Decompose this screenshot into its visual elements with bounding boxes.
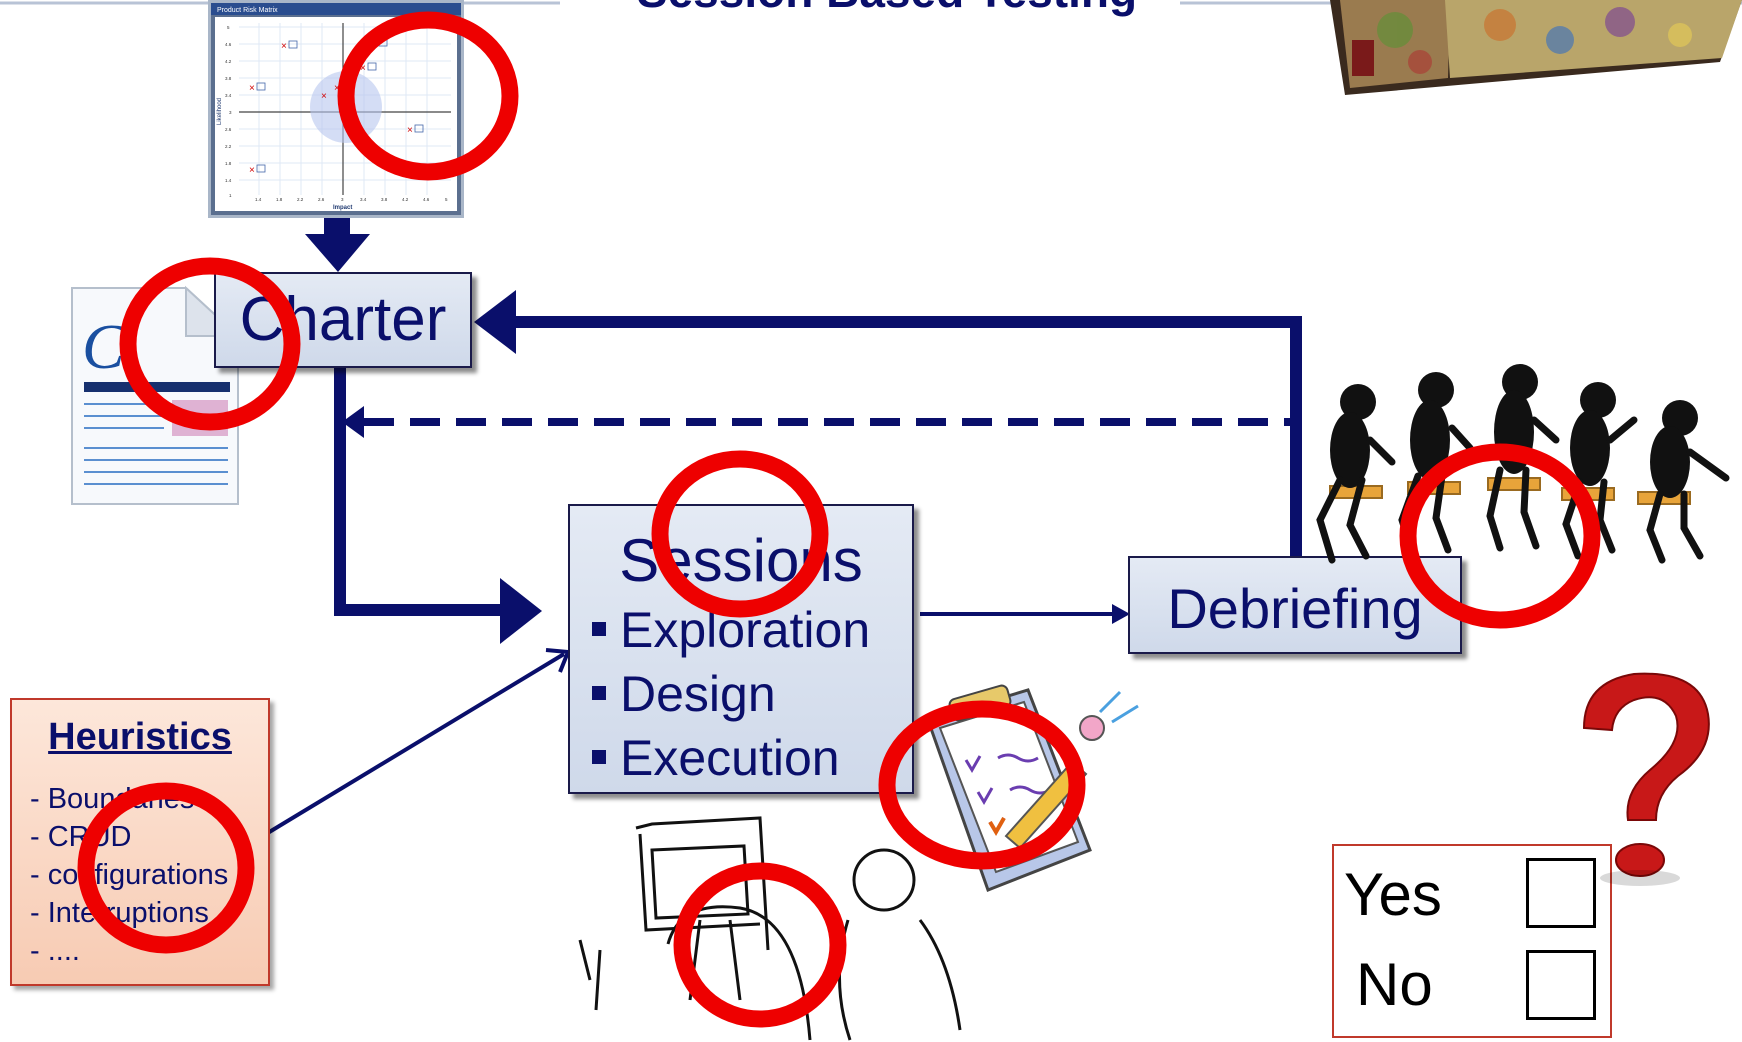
y-tick: 5 bbox=[227, 25, 230, 30]
arrow-debriefing-to-charter bbox=[508, 316, 1302, 556]
bullet-icon bbox=[592, 685, 606, 700]
bullet-icon bbox=[592, 621, 606, 636]
list-item: - configurations bbox=[30, 859, 229, 891]
highlight-circle bbox=[337, 11, 519, 181]
x-tick: 3.8 bbox=[381, 197, 388, 202]
y-tick: 1.4 bbox=[225, 178, 232, 183]
page-title: Session Based Testing bbox=[570, 0, 1204, 18]
arrow-heuristics-to-sessions bbox=[264, 652, 566, 836]
yes-checkbox bbox=[1526, 858, 1596, 928]
x-tick: 1.8 bbox=[276, 197, 283, 202]
y-tick: 1 bbox=[229, 193, 232, 198]
y-tick: 2.2 bbox=[225, 144, 232, 149]
list-item: - .... bbox=[30, 935, 80, 967]
highlight-circle bbox=[1399, 443, 1601, 629]
arrow-charter-to-sessions bbox=[334, 368, 510, 616]
arrow-matrix-to-charter bbox=[324, 218, 350, 238]
debriefing-label: Debriefing bbox=[1167, 577, 1423, 640]
y-tick: 3 bbox=[229, 110, 232, 115]
x-tick: 5 bbox=[445, 197, 448, 202]
heuristics-title: Heuristics bbox=[48, 716, 232, 758]
svg-text:×: × bbox=[334, 83, 340, 94]
list-item: Design bbox=[592, 662, 870, 726]
highlight-circle bbox=[119, 257, 301, 431]
x-tick: 4.6 bbox=[423, 197, 430, 202]
x-tick: 3 bbox=[341, 197, 344, 202]
highlight-circle bbox=[651, 450, 829, 618]
svg-text:×: × bbox=[281, 41, 287, 52]
y-tick: 2.6 bbox=[225, 127, 232, 132]
y-tick: 4.2 bbox=[225, 59, 232, 64]
no-label: No bbox=[1356, 951, 1433, 1018]
x-tick: 3.4 bbox=[360, 197, 367, 202]
svg-text:×: × bbox=[249, 165, 255, 176]
svg-text:×: × bbox=[249, 83, 255, 94]
highlight-circle bbox=[673, 862, 847, 1028]
y-tick: 4.6 bbox=[225, 42, 232, 47]
no-checkbox bbox=[1526, 950, 1596, 1020]
svg-text:×: × bbox=[321, 91, 327, 102]
x-tick: 2.2 bbox=[297, 197, 304, 202]
svg-text:×: × bbox=[360, 63, 366, 74]
highlight-circle bbox=[878, 700, 1086, 870]
y-tick: 1.8 bbox=[225, 161, 232, 166]
x-tick: 4.2 bbox=[402, 197, 409, 202]
risk-matrix-title: Product Risk Matrix bbox=[217, 7, 278, 14]
risk-matrix-chart: Product Risk Matrix ××× ××× ×× Likeli bbox=[208, 0, 464, 218]
svg-text:C: C bbox=[82, 311, 126, 382]
svg-text:×: × bbox=[407, 125, 413, 136]
debriefing-box: Debriefing bbox=[1128, 556, 1462, 654]
list-item: Execution bbox=[592, 726, 870, 790]
yes-no-box: Yes No bbox=[1332, 844, 1612, 1038]
x-tick: 1.4 bbox=[255, 197, 262, 202]
y-tick: 3.8 bbox=[225, 76, 232, 81]
x-axis-label: Impact bbox=[333, 205, 352, 211]
y-axis-label: Likelihood bbox=[217, 98, 223, 125]
bullet-icon bbox=[592, 749, 606, 764]
highlight-circle bbox=[77, 782, 255, 954]
x-tick: 2.6 bbox=[318, 197, 325, 202]
y-tick: 3.4 bbox=[225, 93, 232, 98]
yes-label: Yes bbox=[1344, 861, 1442, 928]
